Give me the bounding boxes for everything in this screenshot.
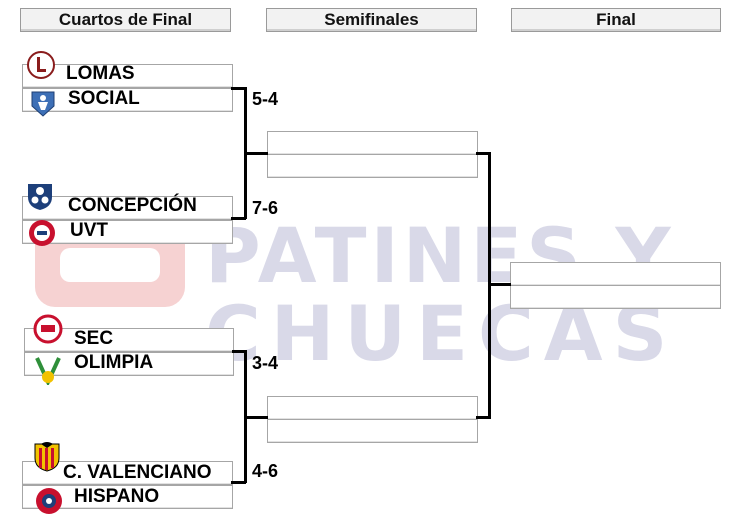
connector-qf4-out: [231, 481, 246, 484]
sec-crest-icon: [33, 314, 63, 344]
team-slot-concepcion[interactable]: [22, 196, 233, 220]
uvt-crest-icon: [29, 220, 55, 246]
hispano-crest-icon: [36, 488, 62, 514]
final-slot-1[interactable]: [510, 262, 721, 286]
final-slot-2[interactable]: [510, 285, 721, 309]
social-crest-icon: [31, 91, 55, 117]
team-name-concepcion: CONCEPCIÓN: [68, 195, 197, 216]
lomas-crest-icon: [27, 51, 55, 79]
team-name-uvt: UVT: [70, 220, 108, 241]
team-slot-olimpia[interactable]: [24, 352, 234, 376]
team-slot-lomas[interactable]: [22, 64, 233, 88]
semifinal-2-slot-1[interactable]: [267, 396, 478, 420]
score-match-4: 4-6: [252, 461, 279, 481]
connector-qf2-out: [231, 217, 246, 220]
semifinal-1-slot-2[interactable]: [267, 154, 478, 178]
connector-to-final: [488, 283, 511, 286]
team-name-valenciano: C. VALENCIANO: [63, 462, 212, 483]
header-quarterfinals: Cuartos de Final: [20, 8, 231, 32]
team-name-social: SOCIAL: [68, 88, 140, 109]
connector-qf3-out: [232, 350, 246, 353]
concepcion-crest-icon: [28, 184, 52, 210]
team-name-olimpia: OLIMPIA: [74, 352, 154, 373]
connector-to-semifinal-1: [244, 152, 268, 155]
connector-sf2-out: [476, 416, 490, 419]
connector-to-semifinal-2: [244, 416, 268, 419]
score-match-3: 3-4: [252, 353, 279, 373]
valenciano-crest-icon: [34, 442, 60, 472]
team-name-sec: SEC: [74, 328, 114, 349]
team-name-hispano: HISPANO: [74, 486, 160, 507]
connector-qf1-out: [231, 87, 246, 90]
team-slot-uvt[interactable]: [22, 220, 233, 244]
score-match-2: 7-6: [252, 198, 279, 218]
team-slot-social[interactable]: [22, 88, 233, 112]
header-final: Final: [511, 8, 721, 32]
semifinal-1-slot-1[interactable]: [267, 131, 478, 155]
team-name-lomas: LOMAS: [66, 63, 135, 84]
semifinal-2-slot-2[interactable]: [267, 419, 478, 443]
olimpia-crest-icon: [35, 357, 61, 385]
header-semifinals: Semifinales: [266, 8, 477, 32]
connector-sf1-out: [476, 152, 490, 155]
score-match-1: 5-4: [252, 89, 279, 109]
